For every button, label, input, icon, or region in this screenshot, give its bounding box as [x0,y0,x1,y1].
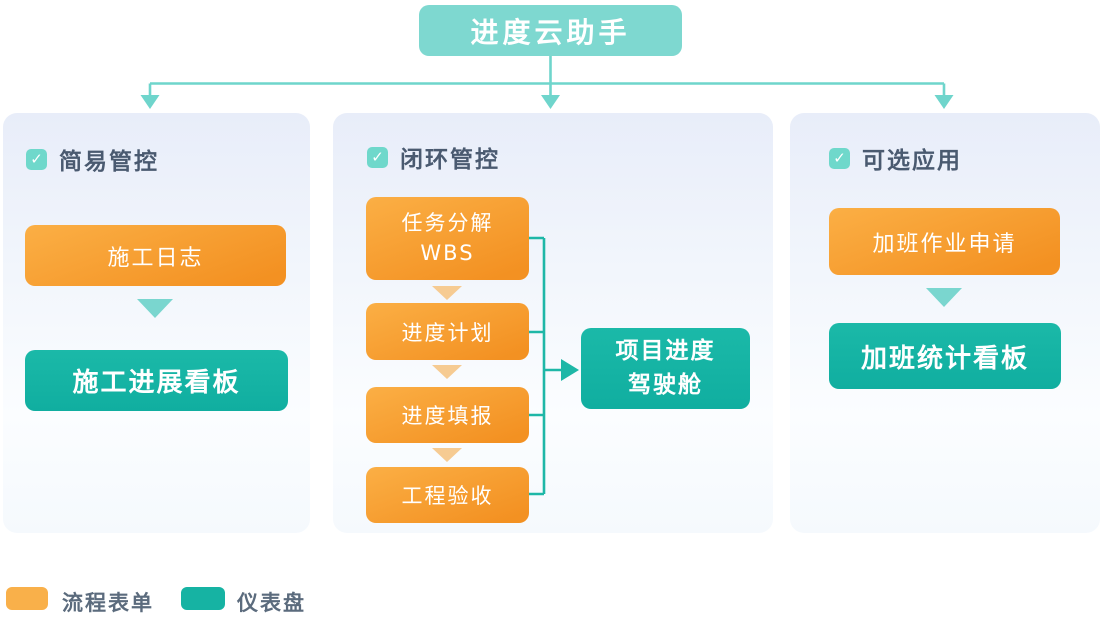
checkbox-icon: ✓ [26,148,47,170]
legend-dashboard-swatch [181,587,225,610]
step-arrow-icon [432,365,462,379]
panel-simple-title: 简易管控 [59,149,159,175]
root-node: 进度云助手 [419,5,682,56]
node-project-acceptance: 工程验收 [366,467,529,523]
node-construction-progress-board: 施工进展看板 [25,350,288,411]
step-arrow-icon [432,286,462,300]
panel-closed-loop-control: ✓ 闭环管控 任务分解 WBS 进度计划 进度填报 工程验收 项目进度 驾驶舱 [333,113,773,533]
node-progress-cockpit: 项目进度 驾驶舱 [581,328,750,409]
check-icon: ✓ [833,148,846,167]
check-icon: ✓ [30,149,43,168]
step-arrow-icon [432,448,462,462]
node-overtime-board: 加班统计看板 [829,323,1061,389]
node-schedule-plan: 进度计划 [366,303,529,360]
panel-simple-header: ✓ 简易管控 [26,142,159,176]
panel-optional-title: 可选应用 [862,148,962,174]
panel-loop-title: 闭环管控 [400,147,500,173]
node-overtime-request: 加班作业申请 [829,208,1060,275]
root-node-label: 进度云助手 [470,15,631,49]
panel-optional-apps: ✓ 可选应用 加班作业申请 加班统计看板 [790,113,1100,533]
node-progress-report: 进度填报 [366,387,529,443]
panel-optional-header: ✓ 可选应用 [829,141,962,175]
down-arrow-icon [137,299,173,318]
node-wbs: 任务分解 WBS [366,197,529,280]
panel-loop-header: ✓ 闭环管控 [367,140,500,174]
tree-connector [140,56,954,109]
legend-form-label: 流程表单 [62,591,154,615]
bracket-connector [529,236,579,496]
panel-simple-control: ✓ 简易管控 施工日志 施工进展看板 [3,113,310,533]
checkbox-icon: ✓ [829,147,850,169]
legend-dashboard-label: 仪表盘 [237,591,306,615]
check-icon: ✓ [371,147,384,166]
node-construction-log: 施工日志 [25,225,286,286]
down-arrow-icon [926,288,962,307]
legend-form-swatch [6,587,48,610]
checkbox-icon: ✓ [367,146,388,168]
